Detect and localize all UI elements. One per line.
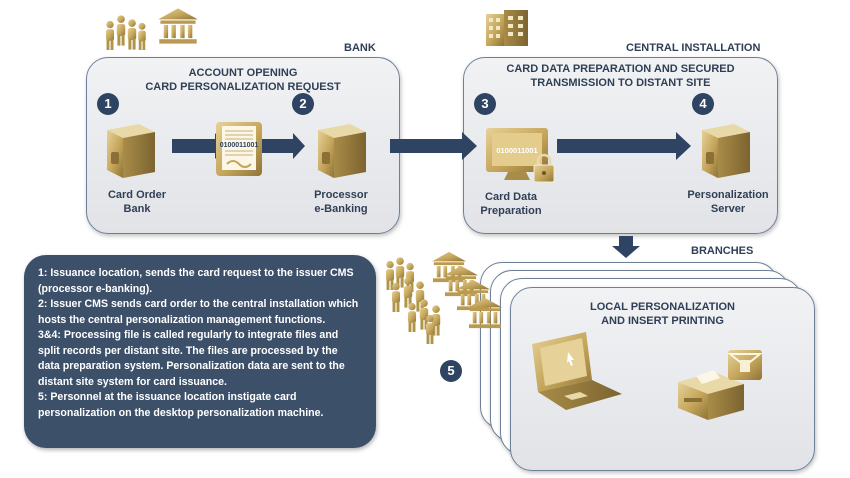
section-label-bank: BANK — [344, 42, 376, 54]
step-3-label: Card Data Preparation — [466, 190, 556, 218]
server-icon — [318, 124, 366, 178]
office-building-icon — [486, 10, 528, 46]
arrow-central-to-branches — [612, 236, 640, 258]
step-badge-2: 2 — [292, 93, 314, 115]
binary-document-icon: 0100011001 — [216, 122, 262, 176]
arrow-3-to-4 — [557, 132, 691, 160]
step-1-label-line2: Bank — [123, 203, 151, 215]
monitor-binary-text: 0100011001 — [496, 146, 537, 155]
step-3-label-line1: Card Data — [485, 191, 537, 203]
section-label-central: CENTRAL INSTALLATION — [626, 42, 761, 54]
envelope-icon — [727, 350, 763, 380]
bank-panel-title-line2: CARD PERSONALIZATION REQUEST — [145, 81, 341, 93]
central-panel-title: CARD DATA PREPARATION AND SECURED TRANSM… — [464, 62, 777, 90]
server-icon — [702, 124, 750, 178]
step-1-label-line1: Card Order — [107, 189, 167, 201]
branch-panel: LOCAL PERSONALIZATION AND INSERT PRINTIN… — [510, 287, 815, 471]
step-4-label: Personalization Server — [680, 188, 776, 216]
bank-panel-title: ACCOUNT OPENING CARD PERSONALIZATION REQ… — [87, 66, 399, 94]
document-binary-text: 0100011001 — [220, 142, 259, 149]
step-2-label-line1: Processor — [314, 189, 368, 201]
note-3: 3&4: Processing file is called regularly… — [38, 329, 345, 388]
bank-panel-title-line1: ACCOUNT OPENING — [188, 67, 298, 79]
padlock-icon — [533, 153, 555, 183]
arrow-document-to-2 — [262, 133, 305, 159]
note-2: 2: Issuer CMS sends card order to the ce… — [38, 298, 359, 326]
step-2-label: Processor e-Banking — [296, 188, 386, 216]
laptop-icon — [532, 332, 622, 410]
step-2-label-line2: e-Banking — [314, 203, 368, 215]
step-badge-3: 3 — [474, 93, 496, 115]
step-3-label-line2: Preparation — [480, 205, 542, 217]
note-1: 1: Issuance location, sends the card req… — [38, 267, 354, 295]
step-badge-1: 1 — [97, 93, 119, 115]
step-1-label: Card Order Bank — [92, 188, 182, 216]
branch-panel-title-line1: LOCAL PERSONALIZATION — [589, 301, 736, 313]
notes-panel: 1: Issuance location, sends the card req… — [24, 255, 376, 448]
step-badge-4: 4 — [692, 93, 714, 115]
branch-panel-title: LOCAL PERSONALIZATION AND INSERT PRINTIN… — [511, 300, 814, 328]
secure-monitor-icon: 0100011001 — [486, 128, 555, 183]
central-panel-title-line2: TRANSMISSION TO DISTANT SITE — [530, 77, 711, 89]
note-4: 5: Personnel at the issuance location in… — [38, 391, 324, 419]
step-badge-5: 5 — [440, 360, 462, 382]
branch-people-bank-cluster-icon — [385, 251, 502, 344]
section-label-branches: BRANCHES — [691, 245, 754, 257]
server-icon — [107, 124, 155, 178]
branch-panel-title-line2: AND INSERT PRINTING — [601, 315, 724, 327]
step-4-label-line1: Personalization — [687, 189, 769, 201]
arrow-2-to-3 — [390, 132, 477, 160]
step-4-label-line2: Server — [710, 203, 746, 215]
arrow-1-to-document — [172, 133, 226, 159]
central-panel-title-line1: CARD DATA PREPARATION AND SECURED — [506, 63, 735, 75]
card-printer-icon — [678, 350, 763, 420]
